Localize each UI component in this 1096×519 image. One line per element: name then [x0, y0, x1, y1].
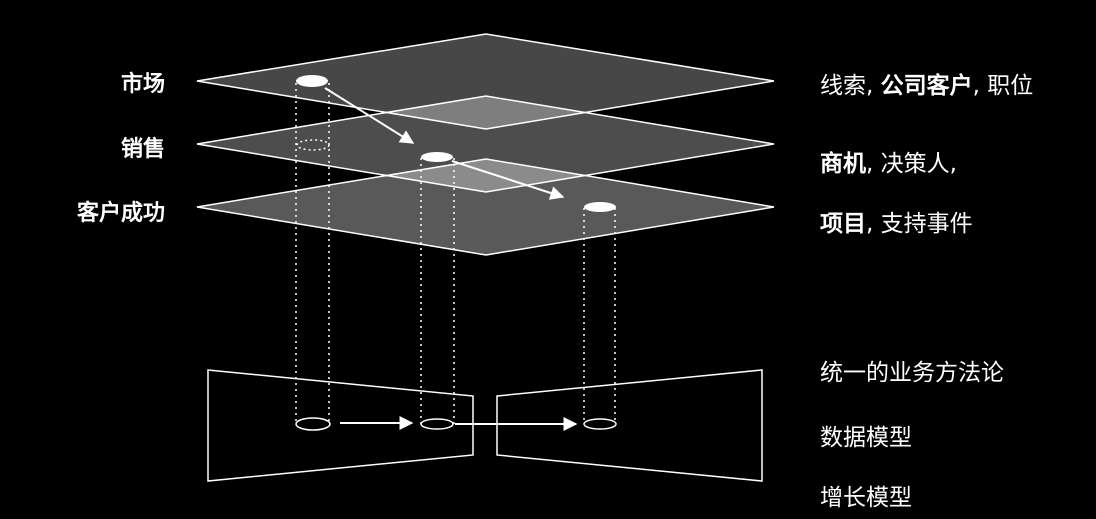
layer-label-sales: 销售 [120, 137, 165, 162]
plane-market [196, 33, 775, 130]
plane-customer-success [196, 158, 775, 256]
layer-description-customer-success: 项目, 支持事件 [820, 204, 973, 238]
bottom-item-methodology: 统一的业务方法论 [820, 360, 1004, 386]
arrow-market-to-sales [324, 87, 415, 144]
desc-market-part-3: , 职位 [972, 73, 1034, 99]
plane-sales [196, 95, 775, 193]
node-market [296, 75, 328, 87]
bottom-item-growth-model: 增长模型 [820, 485, 912, 511]
node-sales [421, 152, 453, 162]
desc-market-part-2: 公司客户 [880, 73, 973, 99]
dotted-ellipse [296, 139, 330, 151]
bottom-node-1 [295, 417, 331, 431]
bottom-node-3 [583, 418, 617, 430]
desc-cs-part-0: 项目 [820, 211, 866, 237]
bottom-right-shape [496, 369, 763, 482]
desc-market-part-0: 线索 [820, 73, 866, 99]
layer-description-sales: 商机, 决策人, [820, 144, 957, 178]
layer-label-market: 市场 [120, 72, 165, 97]
desc-market-part-1: , [866, 73, 881, 99]
node-customer-success [584, 202, 616, 212]
desc-cs-part-1: , 支持事件 [866, 211, 973, 237]
desc-sales-part-0: 商机 [820, 151, 866, 177]
layer-label-customer-success: 客户成功 [76, 201, 165, 226]
desc-sales-part-1: , 决策人, [866, 151, 957, 177]
bottom-item-data-model: 数据模型 [820, 425, 912, 451]
layer-description-market: 线索, 公司客户, 职位 [820, 66, 1033, 100]
arrow-sales-to-cs [451, 160, 565, 200]
bottom-left-shape [207, 369, 474, 482]
bottom-node-2 [420, 418, 454, 430]
